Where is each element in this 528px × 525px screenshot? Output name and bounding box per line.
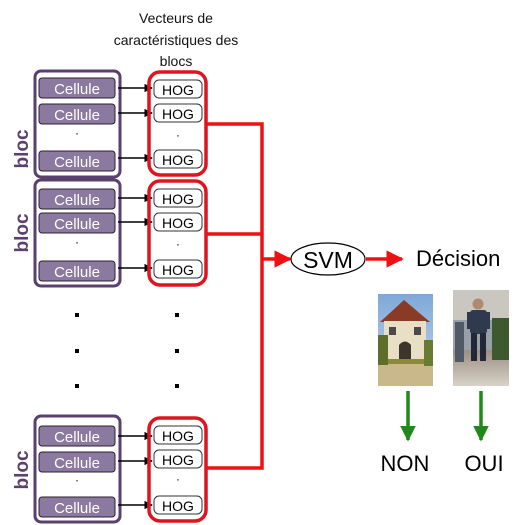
block-frame — [33, 69, 122, 179]
building-photo — [378, 294, 433, 386]
hog-box — [153, 103, 203, 123]
cell-box — [38, 425, 116, 447]
outcome-label-non: NON — [381, 451, 430, 476]
hog-box — [153, 188, 203, 208]
hog-box — [153, 259, 203, 279]
hog-label: HOG — [162, 452, 194, 468]
cell-label: Cellule — [54, 264, 100, 281]
hog-label: HOG — [162, 191, 194, 207]
ellipsis-dot: · — [176, 237, 180, 251]
block-1: bloc Cellule Cellule · Cellule HOG HOG ·… — [12, 69, 208, 179]
cell-label: Cellule — [54, 216, 100, 233]
cell-label: Cellule — [54, 429, 100, 446]
hog-box — [153, 425, 203, 445]
hog-box — [153, 149, 203, 169]
cell-box — [38, 212, 116, 234]
hog-label: HOG — [162, 106, 194, 122]
vertical-ellipsis — [75, 313, 179, 388]
cell-label: Cellule — [54, 81, 100, 98]
ellipsis-dot: · — [75, 235, 79, 249]
cell-label: Cellule — [54, 455, 100, 472]
header-line-3: blocs — [160, 53, 193, 69]
cell-box — [38, 451, 116, 473]
hog-box — [153, 495, 203, 515]
hog-box — [153, 449, 203, 469]
hog-label: HOG — [162, 498, 194, 514]
block-frame — [33, 178, 122, 288]
block-3: bloc Cellule Cellule · Cellule HOG HOG ·… — [12, 414, 208, 524]
decision-label: Décision — [416, 246, 500, 271]
hog-label: HOG — [162, 215, 194, 231]
hog-box — [153, 79, 203, 99]
hog-box — [153, 212, 203, 232]
cell-box — [38, 496, 116, 518]
svm-node — [290, 242, 366, 276]
block-frame — [33, 414, 122, 524]
block-label: bloc — [12, 450, 33, 489]
header-line-2: caractéristiques des — [114, 32, 239, 48]
ellipsis-dot: · — [176, 128, 180, 142]
block-2: bloc Cellule Cellule · Cellule HOG HOG ·… — [12, 178, 208, 288]
header-line-1: Vecteurs de — [139, 10, 213, 26]
block-label: bloc — [12, 129, 33, 168]
block-label: bloc — [12, 213, 33, 252]
pedestrian-photo — [453, 290, 509, 386]
cell-box — [38, 77, 116, 99]
cell-box — [38, 103, 116, 125]
hog-label: HOG — [162, 428, 194, 444]
feature-connectors — [206, 122, 264, 470]
cell-box — [38, 260, 116, 282]
hog-label: HOG — [162, 152, 194, 168]
svm-label: SVM — [303, 247, 353, 273]
hog-label: HOG — [162, 262, 194, 278]
cell-box — [38, 188, 116, 210]
cell-box — [38, 150, 116, 172]
ellipsis-dot: · — [75, 473, 79, 487]
cell-label: Cellule — [54, 192, 100, 209]
outcome-label-oui: OUI — [464, 451, 503, 476]
cell-label: Cellule — [54, 107, 100, 124]
cell-label: Cellule — [54, 500, 100, 517]
ellipsis-dot: · — [75, 126, 79, 140]
hog-label: HOG — [162, 82, 194, 98]
ellipsis-dot: · — [176, 472, 180, 486]
cell-label: Cellule — [54, 154, 100, 171]
